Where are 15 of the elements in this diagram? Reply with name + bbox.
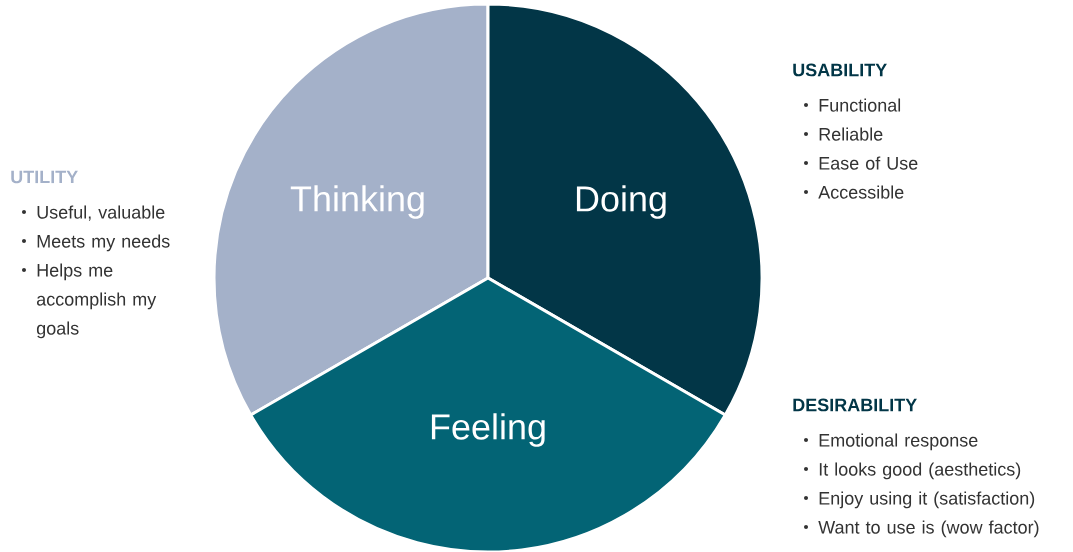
bullet-item: Want to use is (wow factor) <box>804 520 1039 538</box>
pie-slice: Feeling <box>249 276 727 552</box>
bullet-item: Ease of Use <box>804 156 918 170</box>
bullet-item: Useful, valuable <box>22 205 165 221</box>
bullet-item: Enjoy using it (satisfaction) <box>804 491 1035 509</box>
bullet-item: Meets my needs <box>22 234 170 252</box>
list-heading: DESIRABILITY <box>793 398 917 412</box>
bullet-item: Reliable <box>804 127 883 141</box>
bullet-item: Accessible <box>804 185 904 199</box>
list-heading: USABILITY <box>793 63 887 77</box>
bullet-item: Functional <box>804 98 901 112</box>
bullet-item: Helps me accomplish my goals <box>22 263 157 339</box>
bullet-item: It looks good (aesthetics) <box>804 462 1021 480</box>
list-heading: UTILITY <box>11 170 78 184</box>
bullet-item: Emotional response <box>804 433 978 451</box>
